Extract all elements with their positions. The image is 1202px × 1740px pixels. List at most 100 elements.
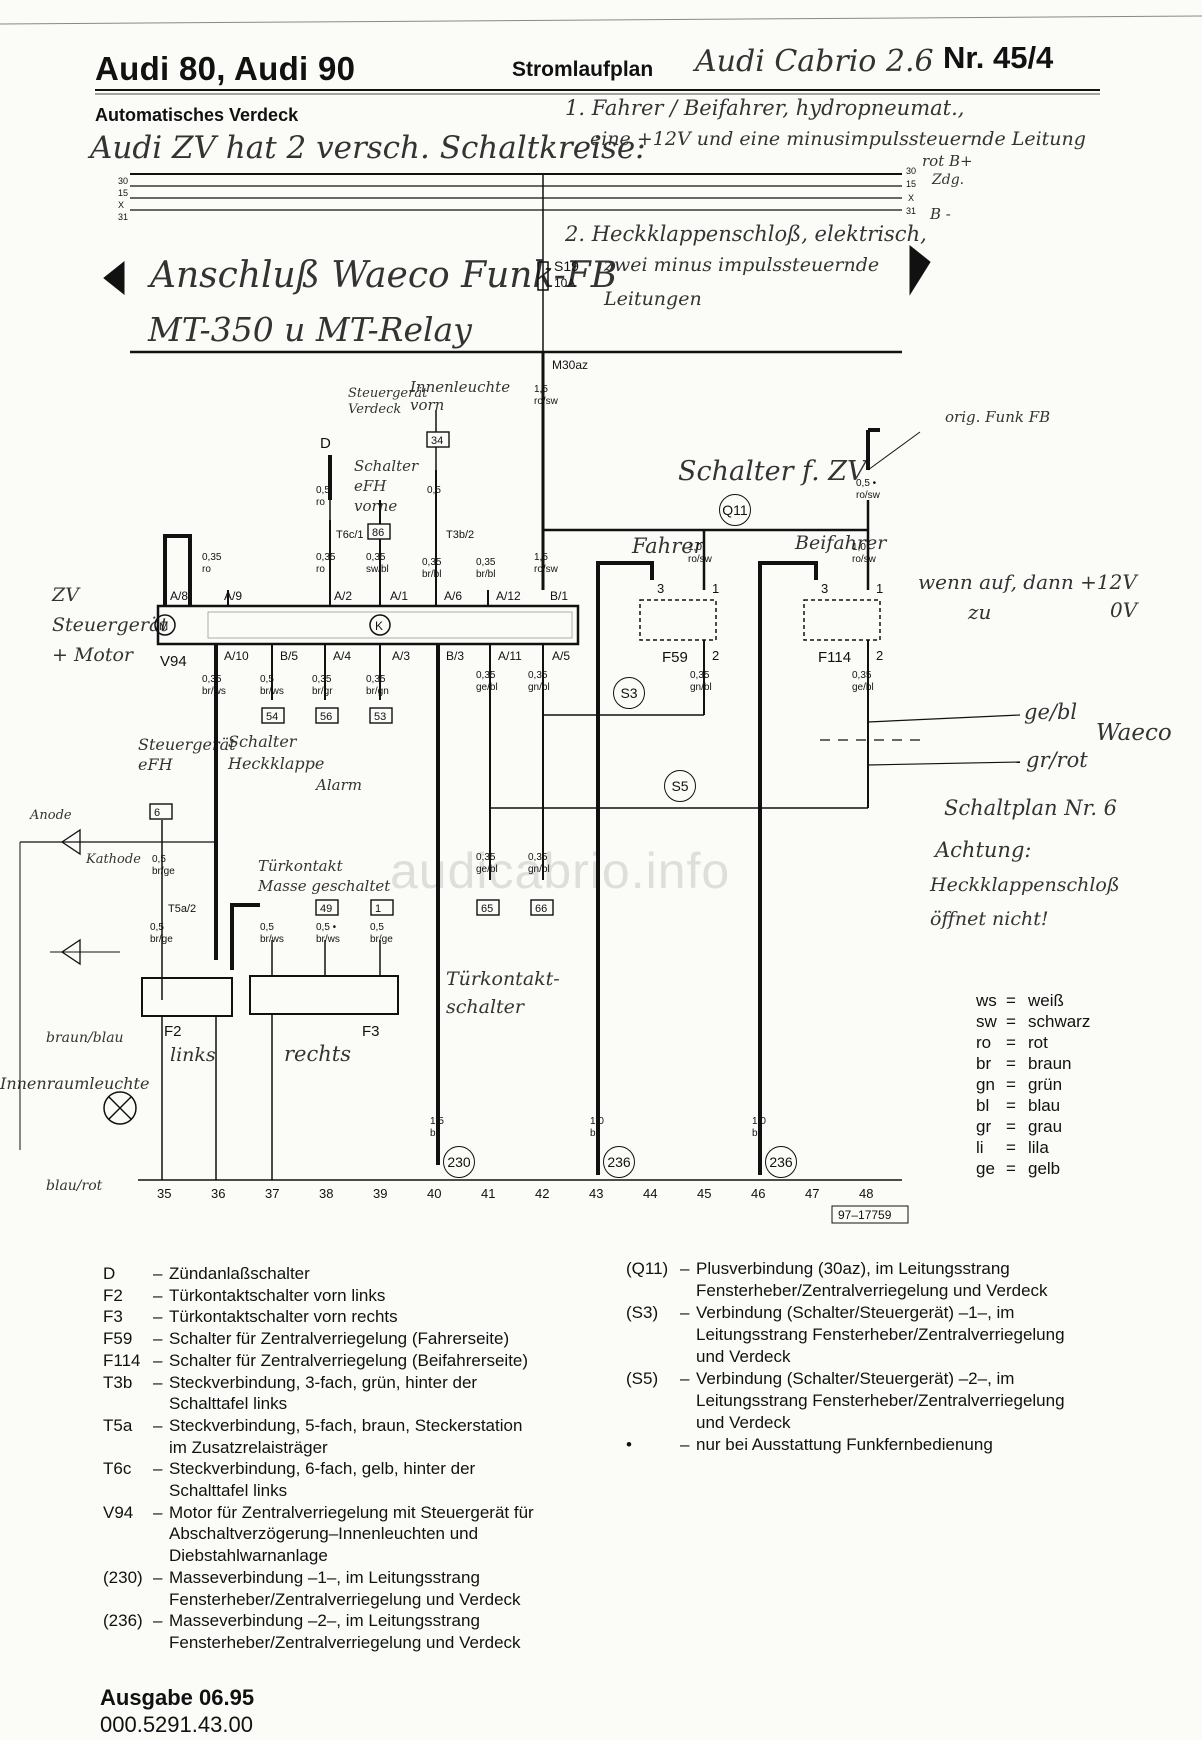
legend-text: im Zusatzrelaisträger [169, 1437, 328, 1457]
wire-label-w_035gebl_f114: 0,35 [852, 670, 872, 681]
bus-label-x: X [118, 200, 124, 210]
grid-number-44: 44 [643, 1186, 657, 1201]
connector-box-number: 1 [375, 903, 381, 915]
legend-dash: – [153, 1307, 163, 1327]
note-achtung-2: Heckklappenschloß [930, 874, 1120, 896]
page-title: Audi 80, Audi 90 [95, 50, 356, 87]
wire-label-w_035brgr: 0,35 [312, 674, 332, 685]
grid-number-35: 35 [157, 1186, 171, 1201]
legend-key [103, 1437, 153, 1459]
note-achtung-1: Achtung: [935, 838, 1032, 862]
wire-label-w_035gnbl: 0,35 [528, 670, 548, 681]
legend-row: (Q11)–Plusverbindung (30az), im Leitungs… [626, 1258, 1065, 1280]
legend-key [103, 1523, 153, 1545]
legend-key: (S5) [626, 1369, 659, 1388]
pin-top-A-8: A/8 [170, 589, 188, 603]
note-ov: 0V [1110, 598, 1138, 622]
grid-number-37: 37 [265, 1186, 279, 1201]
f59-pin-3: 3 [657, 581, 664, 596]
note-anode: Anode [30, 808, 72, 823]
bus-label-15: 15 [118, 188, 128, 198]
legend-row: D–Zündanlaßschalter [103, 1263, 534, 1285]
note-zu: zu [968, 600, 992, 624]
wire-label-w_15_rosw: ro/sw [534, 396, 559, 407]
wire-label-w_05brws: 0,5 [260, 674, 274, 685]
f114-pin-2: 2 [876, 648, 883, 663]
equals-sign: = [1006, 1117, 1016, 1136]
wire-label-w_d_05ro: ro [316, 497, 325, 508]
color-code-value: grün [1028, 1075, 1063, 1094]
wire-label-w_035gebl: 0,35 [476, 670, 496, 681]
label-t5a2: T5a/2 [168, 903, 196, 915]
legend-dash: – [680, 1369, 690, 1388]
legend-text: Diebstahlwarnanlage [169, 1546, 328, 1566]
legend-key: F59 [103, 1329, 133, 1349]
equals-sign: = [1006, 991, 1016, 1010]
legend-dash: – [153, 1372, 163, 1392]
connector-box-number: 86 [372, 527, 384, 539]
note-wenn-auf: wenn auf, dann +12V [918, 570, 1137, 594]
note-kathode: Kathode [86, 852, 141, 867]
legend-row: •–nur bei Ausstattung Funkfernbedienung [626, 1434, 1065, 1456]
wire-label-w_05brge_c: 0,5 [370, 922, 384, 933]
wire-label-w_10br_a: 1,0 [590, 1116, 604, 1127]
f59-pin-2: 2 [712, 648, 719, 663]
wire-label-w_035brws: br/ws [202, 686, 226, 697]
legend-row: V94–Motor für Zentralverriegelung mit St… [103, 1502, 534, 1524]
equals-sign: = [1006, 1075, 1016, 1094]
color-code-key: li [976, 1138, 984, 1157]
legend-dash: – [153, 1285, 163, 1305]
wire-label-w_15_rosw: 1,5 [534, 384, 548, 395]
legend-row: (S3)–Verbindung (Schalter/Steuergerät) –… [626, 1302, 1065, 1324]
bus-label-15-right: 15 [906, 179, 916, 189]
legend-dash: – [680, 1259, 690, 1278]
note-braun-blau: braun/blau [46, 1030, 124, 1046]
label-t3b2: T3b/2 [446, 529, 474, 541]
connector-box-number: 54 [266, 711, 278, 723]
legend-key: • [626, 1435, 632, 1454]
legend-text: und Verdeck [696, 1413, 791, 1432]
symbol-k: K [375, 619, 383, 633]
legend-key [103, 1393, 153, 1415]
color-code-row: br=braun [976, 1053, 1090, 1074]
wire-label-w_035brbl_a: br/bl [422, 569, 441, 580]
connector-box [476, 899, 500, 916]
page-number: Nr. 45/4 [943, 40, 1054, 75]
legend-row: Abschaltverzögerung–Innenleuchten und [103, 1523, 534, 1545]
connector-box [315, 899, 339, 916]
legend-dash [153, 1480, 169, 1502]
connector-box-number: 6 [154, 807, 160, 819]
note-beifahrer: Beifahrer [795, 532, 887, 554]
legend-key [626, 1412, 680, 1434]
footer-ausgabe: Ausgabe 06.95 [100, 1685, 255, 1710]
legend-key: T5a [103, 1415, 133, 1435]
legend-key: V94 [103, 1502, 134, 1522]
legend-dash: – [153, 1611, 163, 1631]
wire-label-w_035ro_a: 0,35 [202, 552, 222, 563]
legend-dash: – [153, 1567, 163, 1587]
legend-row: (236)–Masseverbindung –2–, im Leitungsst… [103, 1610, 534, 1632]
wire-label-w_05brge_b: 0,5 [150, 922, 164, 933]
label-t6c1: T6c/1 [336, 529, 364, 541]
color-code-key: ge [976, 1159, 995, 1178]
note-top-right-1: 1. Fahrer / Beifahrer, hydropneumat., [565, 96, 965, 120]
note-ge-bl: ge/bl [1024, 700, 1078, 724]
wire-label-w_10rosw_b: ro/sw [852, 554, 877, 565]
legend-text: nur bei Ausstattung Funkfernbedienung [696, 1435, 993, 1454]
equals-sign: = [1006, 1054, 1016, 1073]
legend-dash: – [153, 1329, 163, 1349]
legend-dash: – [153, 1264, 163, 1283]
label-f2: F2 [164, 1023, 182, 1040]
circle-q11: Q11 [719, 494, 751, 526]
circle-236b: 236 [765, 1146, 797, 1178]
legend-key [103, 1632, 153, 1654]
pin-top-A-9: A/9 [224, 589, 242, 603]
legend-text: Leitungsstrang Fensterheber/Zentralverri… [696, 1325, 1065, 1344]
note-links: links [170, 1044, 216, 1066]
legend-key: T3b [103, 1372, 133, 1392]
legend-row: F2–Türkontaktschalter vorn links [103, 1285, 534, 1307]
connector-box [149, 803, 173, 820]
wire-label-w_035brbl_a: 0,35 [422, 557, 442, 568]
pin-bottom-A-10: A/10 [224, 649, 249, 663]
note-schalter-zv: Schalter f. ZV [678, 456, 867, 487]
